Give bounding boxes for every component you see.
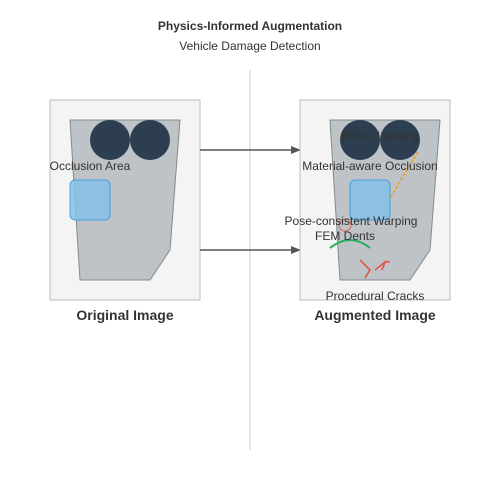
brdf-lighting-label: BRDF Lighting <box>341 129 419 143</box>
vehicle-body <box>69 119 181 281</box>
pose-warping-label: Pose-consistent Warping <box>285 214 418 228</box>
original-image-caption: Original Image <box>76 307 173 323</box>
fem-dent-curve <box>329 239 371 249</box>
augmented-image-caption: Augmented Image <box>314 307 436 323</box>
material-occlusion-box <box>349 179 391 221</box>
procedural-crack-left <box>359 259 371 279</box>
vehicle-wheel-right <box>130 120 170 160</box>
procedural-cracks-label: Procedural Cracks <box>326 289 425 303</box>
occlusion-area-label: Occlusion Area <box>50 159 131 173</box>
vehicle-wheel-left-augmented <box>340 120 380 160</box>
vehicle-wheel-right-augmented <box>380 120 420 160</box>
procedural-crack-right <box>374 259 390 271</box>
diagram-title: Physics-Informed Augmentation <box>158 19 342 33</box>
vehicle-wheel-left <box>90 120 130 160</box>
diagram-subtitle: Vehicle Damage Detection <box>179 39 320 53</box>
augmented-image-panel: BRDF Lighting Material-aware Occlusion P… <box>285 99 451 303</box>
material-occlusion-label: Material-aware Occlusion <box>302 159 437 173</box>
occlusion-area-box <box>69 179 111 221</box>
fem-dents-label: FEM Dents <box>315 229 375 243</box>
original-image-panel: Occlusion Area <box>49 99 201 301</box>
brdf-lighting-ray <box>389 151 419 199</box>
pose-warping-marker <box>338 218 352 232</box>
